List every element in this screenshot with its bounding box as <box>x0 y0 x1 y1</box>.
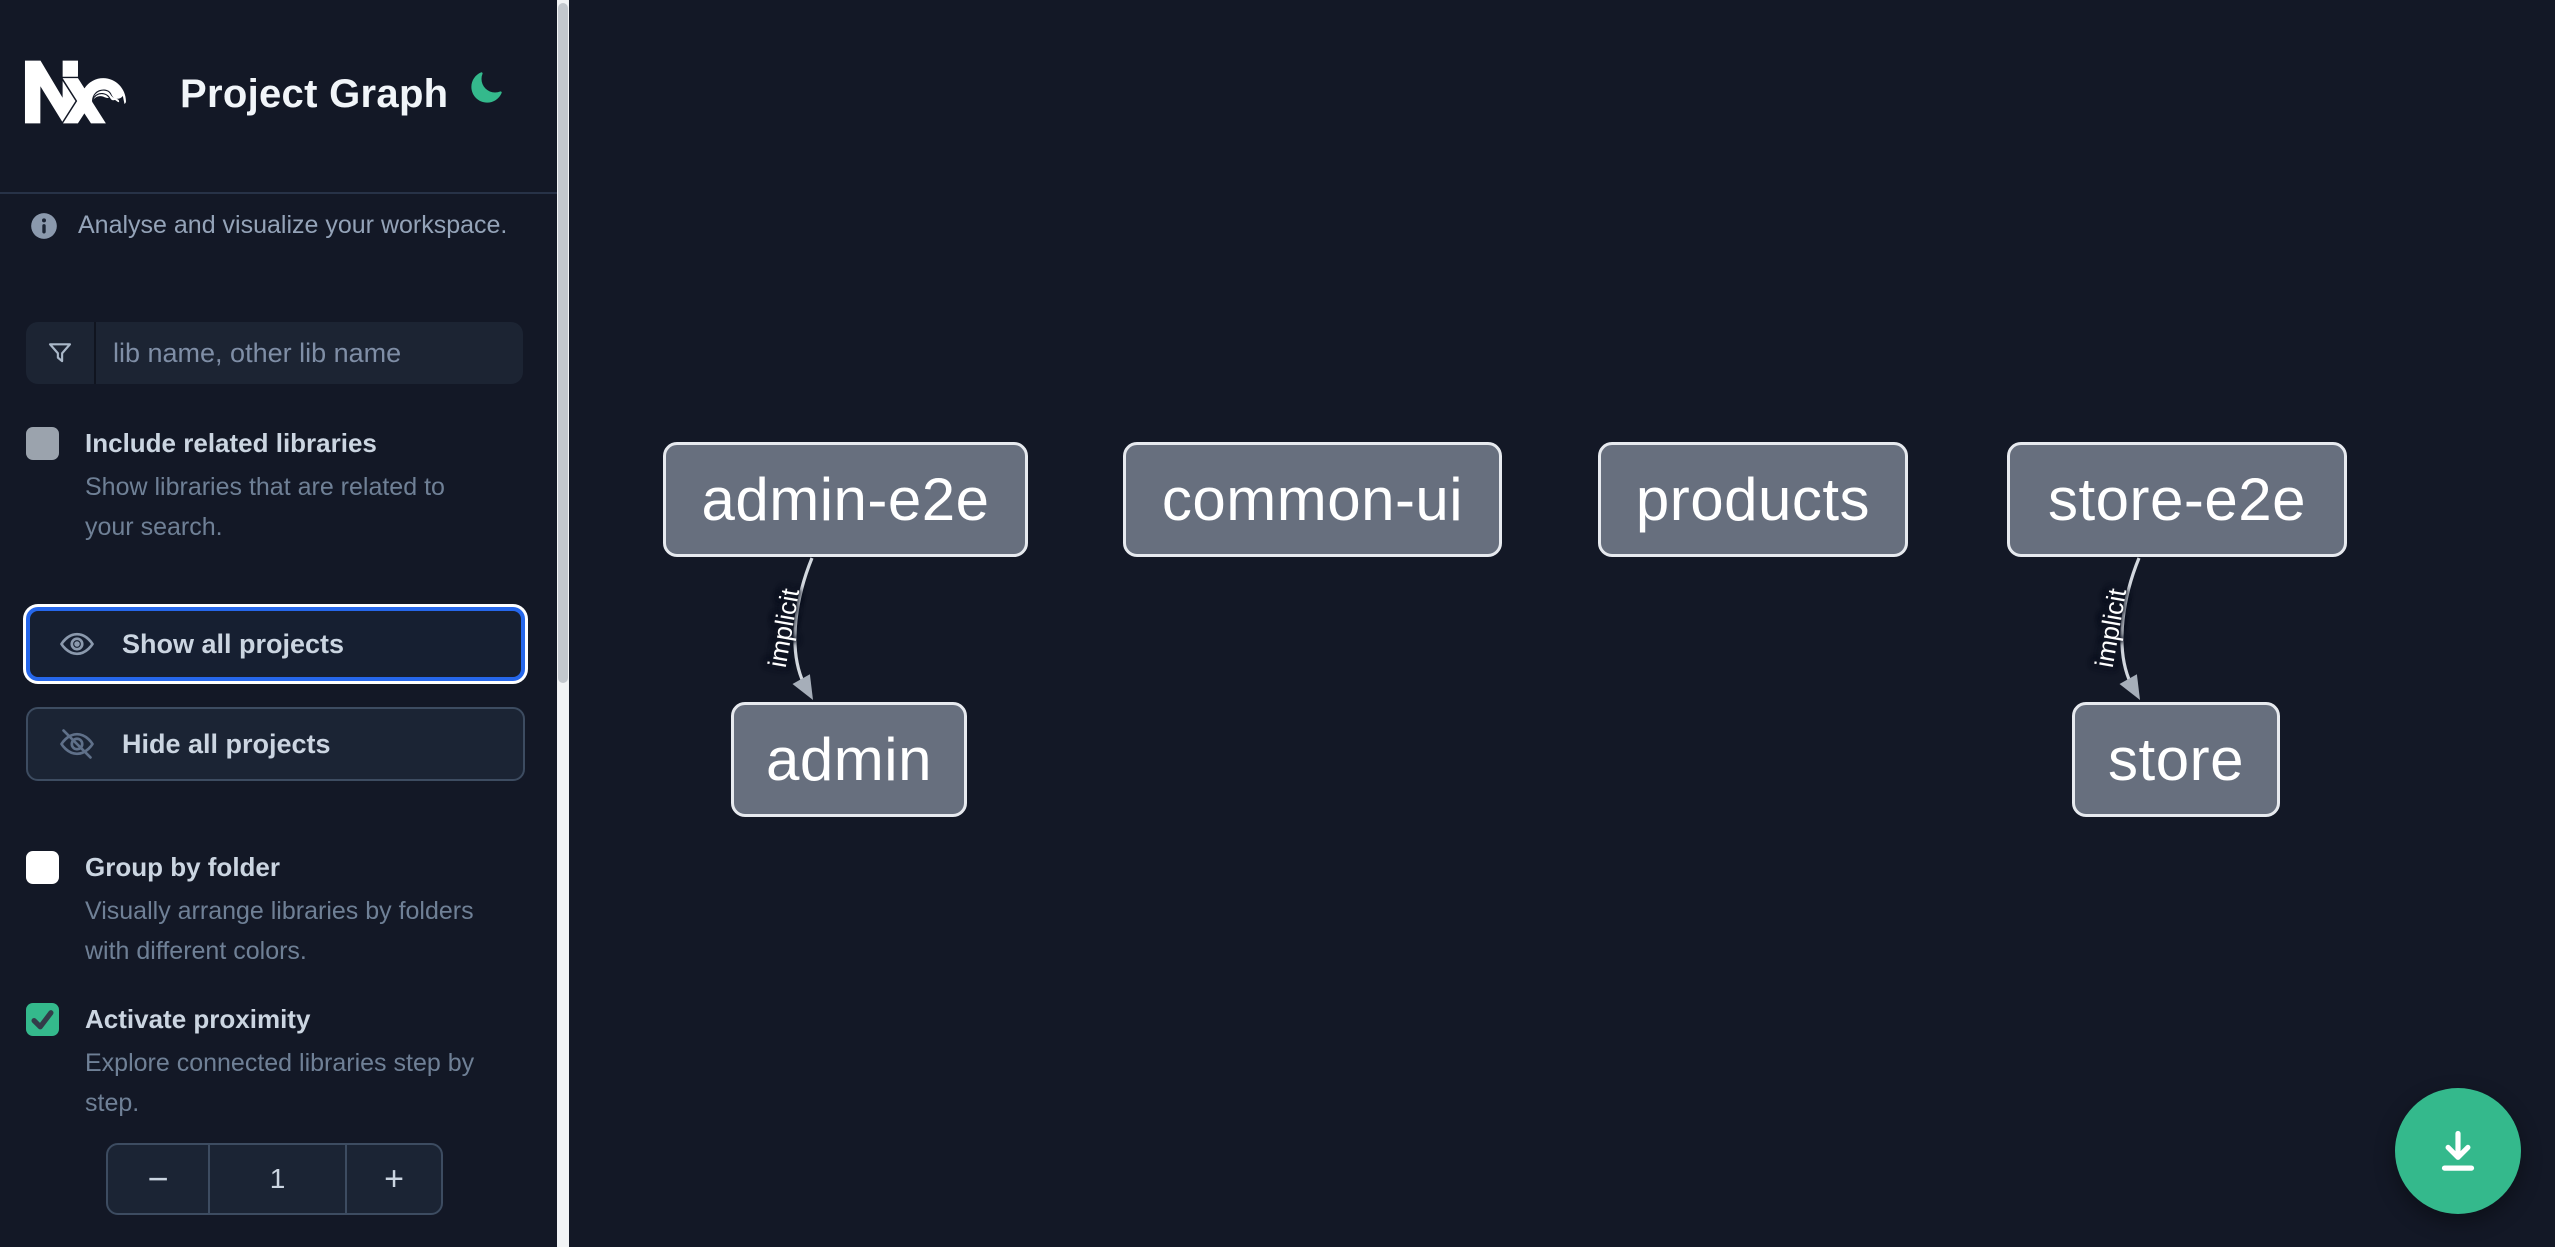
option-group-by-folder[interactable]: Group by folder Visually arrange librari… <box>26 851 522 971</box>
moon-icon <box>468 70 504 106</box>
proximity-depth-value: 1 <box>208 1145 347 1213</box>
show-all-label: Show all projects <box>122 628 345 659</box>
filter-icon-cell <box>26 322 96 384</box>
hide-all-projects-button[interactable]: Hide all projects <box>26 707 525 781</box>
include-related-checkbox[interactable] <box>26 427 59 460</box>
group-by-folder-checkbox[interactable] <box>26 851 59 884</box>
increment-button[interactable]: + <box>347 1145 441 1213</box>
option-activate-proximity[interactable]: Activate proximity Explore connected lib… <box>26 1003 522 1123</box>
nx-logo <box>24 60 127 124</box>
option-label: Include related libraries <box>85 428 377 458</box>
graph-node-common-ui[interactable]: common-ui <box>1123 442 1502 557</box>
graph-node-admin-e2e[interactable]: admin-e2e <box>663 442 1028 557</box>
dark-mode-toggle[interactable] <box>468 70 504 106</box>
graph-canvas[interactable] <box>569 0 2555 1247</box>
graph-node-admin[interactable]: admin <box>731 702 967 817</box>
activate-proximity-checkbox[interactable] <box>26 1003 59 1036</box>
intro-text: Analyse and visualize your workspace. <box>78 211 508 239</box>
graph-node-products[interactable]: products <box>1598 442 1908 557</box>
option-label: Group by folder <box>85 852 280 882</box>
graph-node-store-e2e[interactable]: store-e2e <box>2007 442 2347 557</box>
check-icon <box>31 1010 54 1030</box>
header-divider <box>0 192 557 194</box>
filter-input[interactable] <box>96 322 523 384</box>
sidebar-scrollbar-thumb[interactable] <box>558 3 568 683</box>
graph-node-store[interactable]: store <box>2072 702 2280 817</box>
proximity-depth-stepper: − 1 + <box>106 1143 443 1215</box>
download-icon <box>2431 1124 2485 1178</box>
hide-all-label: Hide all projects <box>122 728 331 759</box>
info-icon <box>30 212 58 240</box>
eye-slash-icon <box>58 725 96 763</box>
sidebar: Project Graph Analyse and visualize your… <box>0 0 557 1247</box>
decrement-button[interactable]: − <box>108 1145 208 1213</box>
page-title: Project Graph <box>180 72 449 116</box>
save-image-button[interactable] <box>2395 1088 2521 1214</box>
option-label: Activate proximity <box>85 1004 311 1034</box>
sidebar-scrollbar-track[interactable] <box>557 0 569 1247</box>
funnel-icon <box>45 338 75 368</box>
eye-icon <box>58 625 96 663</box>
workspace-info: Analyse and visualize your workspace. <box>30 211 507 240</box>
option-description: Explore connected libraries step by step… <box>85 1049 475 1117</box>
filter-box <box>26 322 523 384</box>
option-include-related-libraries[interactable]: Include related libraries Show libraries… <box>26 427 522 547</box>
option-description: Visually arrange libraries by folders wi… <box>85 897 474 965</box>
option-description: Show libraries that are related to your … <box>85 473 445 541</box>
show-all-projects-button[interactable]: Show all projects <box>26 607 525 681</box>
